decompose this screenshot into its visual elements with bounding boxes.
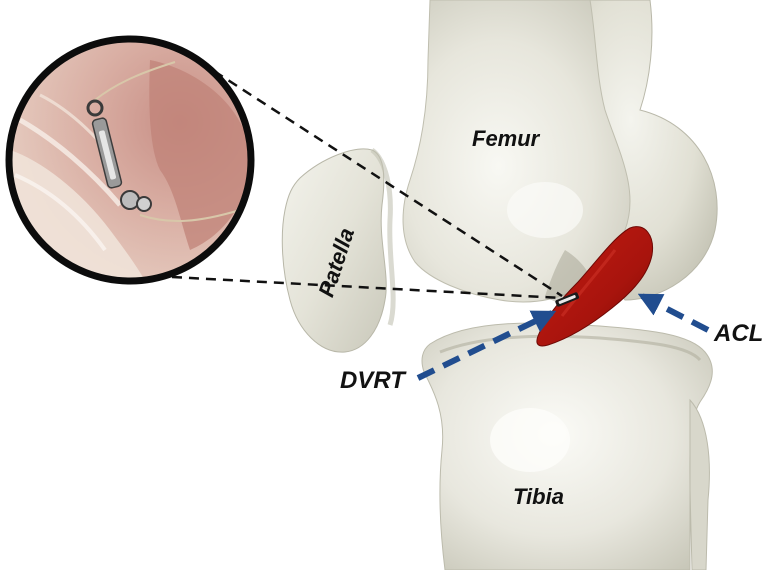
femur-label: Femur [472,128,539,150]
acl-arrow [642,296,708,330]
tibia-label: Tibia [513,486,564,508]
arthroscopic-view-icon [5,35,255,290]
acl-label: ACL [714,322,763,346]
femur-bone [403,0,717,304]
tibia-bone [422,323,712,570]
dvrt-label: DVRT [340,369,405,393]
